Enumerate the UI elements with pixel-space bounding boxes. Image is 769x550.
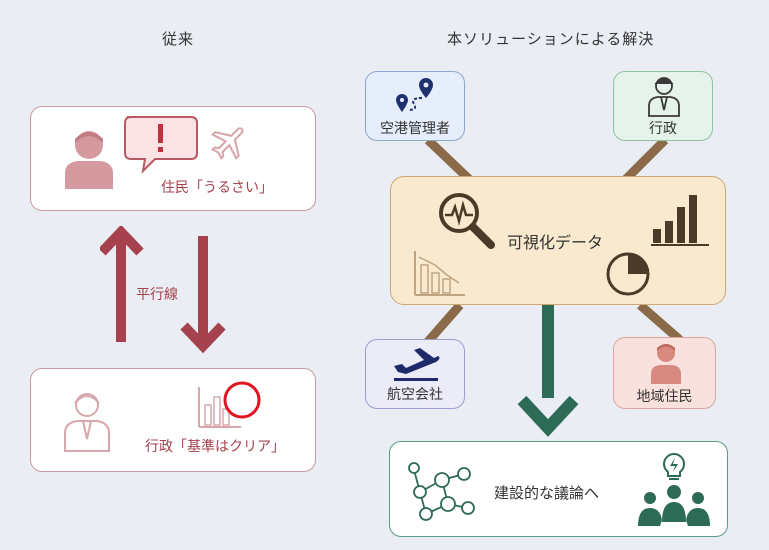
connector-airline — [421, 302, 464, 348]
connector-resident — [637, 301, 683, 344]
airline-label: 航空会社 — [387, 387, 443, 403]
airport-manager-label: 空港管理者 — [380, 121, 450, 137]
government-node: 行政 — [613, 71, 713, 141]
constructive-discussion-node: 建設的な議論へ — [389, 441, 728, 537]
team-idea-icon — [638, 452, 710, 526]
resident-label: 住民「うるさい」 — [161, 180, 273, 196]
local-residents-node: 地域住民 — [613, 337, 716, 409]
green-down-arrow — [517, 303, 579, 437]
person-icon — [651, 344, 681, 384]
parallel-label: 平行線 — [136, 287, 178, 303]
route-pin-icon — [396, 78, 433, 112]
visualization-data-node: 可視化データ — [390, 176, 726, 305]
visualization-label: 可視化データ — [507, 233, 604, 252]
airplane-icon — [210, 127, 244, 160]
analytics-magnifier-icon — [439, 193, 495, 249]
heading-solution: 本ソリューションによる解決 — [447, 30, 655, 48]
line-chart-icon — [414, 251, 465, 296]
officer-icon — [648, 77, 680, 117]
person-icon — [65, 131, 113, 189]
gov-claim-box: 行政「基準はクリア」 — [30, 368, 316, 472]
airport-manager-node: 空港管理者 — [365, 71, 465, 141]
network-icon — [408, 462, 475, 521]
up-arrow — [100, 226, 144, 342]
local-residents-label: 地域住民 — [636, 389, 693, 405]
officer-icon — [64, 393, 110, 452]
heading-conventional: 従来 — [162, 30, 195, 48]
check-circle-icon — [223, 381, 261, 419]
speech-bubble-icon — [124, 116, 198, 174]
result-label: 建設的な議論へ — [494, 484, 600, 502]
connector-airport — [424, 136, 474, 184]
pie-chart-icon — [606, 252, 650, 296]
airplane-takeoff-icon — [394, 348, 440, 381]
government-label: 行政 — [649, 121, 677, 137]
parallel-arrows — [100, 226, 226, 354]
resident-complaint-box: 住民「うるさい」 — [30, 106, 316, 211]
down-arrow — [180, 236, 226, 354]
airline-node: 航空会社 — [365, 339, 465, 409]
gov-claim-label: 行政「基準はクリア」 — [145, 439, 285, 455]
connector-gov — [621, 136, 669, 184]
bar-chart-icon — [651, 195, 709, 246]
